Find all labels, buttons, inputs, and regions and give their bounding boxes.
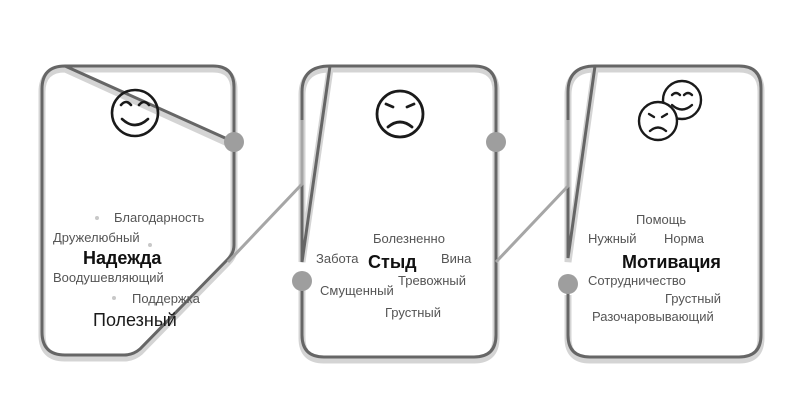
card-title-motivation: Мотивация [622, 252, 721, 272]
node-shame-left [292, 271, 312, 291]
word-care: Забота [316, 251, 359, 266]
word-support: Поддержка [132, 291, 200, 306]
word-guilt: Вина [441, 251, 472, 266]
connector-shame-motivation [494, 120, 570, 264]
word-sad-2: Грустный [665, 291, 721, 306]
word-painful: Болезненно [373, 231, 445, 246]
card-title-hope: Надежда [83, 248, 162, 268]
word-gratitude: Благодарность [114, 210, 205, 225]
card-hope-outline [40, 64, 236, 357]
word-friendly: Дружелюбный [53, 230, 140, 245]
card-motivation-outline [566, 64, 763, 359]
word-help: Помощь [636, 212, 687, 227]
node-motivation-left [558, 274, 578, 294]
word-inspiring: Воодушевляющий [53, 270, 164, 285]
decor-dot [95, 216, 99, 220]
sad-and-happy-faces-icon [637, 79, 703, 142]
word-needed: Нужный [588, 231, 637, 246]
word-disappointing: Разочаровывающий [592, 309, 714, 324]
card-title-shame: Стыд [368, 252, 417, 272]
connector-hope-shame [226, 120, 304, 264]
node-hope-right [224, 132, 244, 152]
word-norm: Норма [664, 231, 705, 246]
word-sad: Грустный [385, 305, 441, 320]
card-shame-outline [300, 64, 498, 359]
word-anxious: Тревожный [398, 273, 466, 288]
smiling-face-icon [110, 88, 160, 138]
word-cooperation: Сотрудничество [588, 273, 686, 288]
decor-dot [112, 296, 116, 300]
decor-dot [148, 243, 152, 247]
node-shame-right [486, 132, 506, 152]
sad-face-icon [375, 89, 425, 139]
word-useful: Полезный [93, 310, 177, 330]
word-embarrassed: Смущенный [320, 283, 394, 298]
